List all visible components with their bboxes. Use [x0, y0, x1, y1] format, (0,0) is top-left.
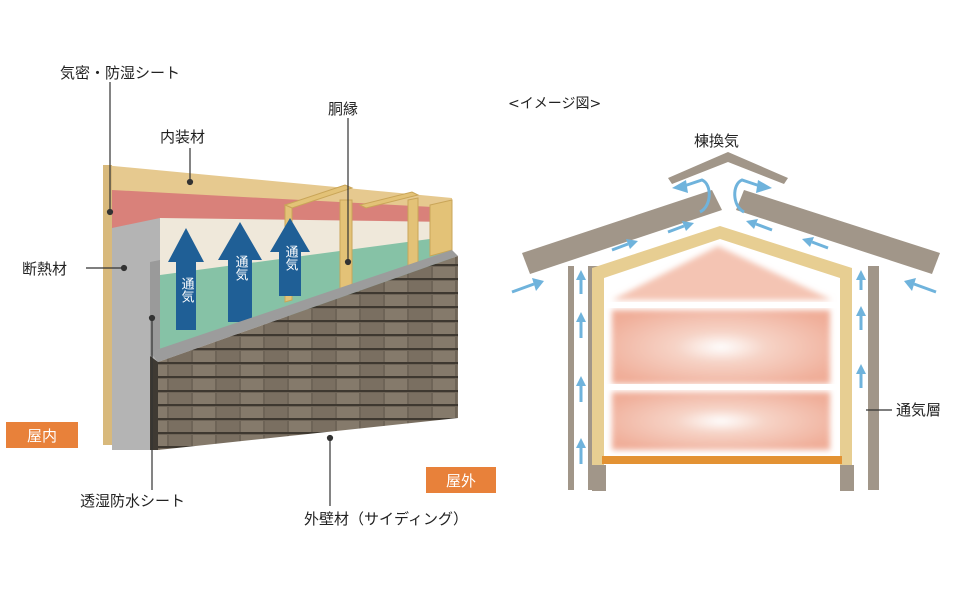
- airflow-arrows: [168, 218, 310, 330]
- label-breathable-sheet: 透湿防水シート: [80, 492, 185, 510]
- label-exterior-wall: 外壁材（サイディング）: [304, 510, 468, 528]
- label-air-layer: 通気層: [896, 401, 941, 419]
- house-airflow: [511, 178, 937, 464]
- breathable-sheet-layer: [160, 236, 452, 352]
- airflow-left-wall: [576, 270, 586, 464]
- roof-right: [736, 190, 940, 274]
- label-interior-finish: 内装材: [160, 128, 205, 146]
- label-ridge-vent: 棟換気: [694, 132, 739, 150]
- interior-glow: [612, 246, 832, 450]
- indoor-badge: 屋内: [6, 422, 78, 448]
- wall-section: 通気 通気 通気: [103, 165, 458, 450]
- insulation-layer: [112, 218, 160, 450]
- ridge-cap: [668, 152, 788, 184]
- roof-left: [522, 190, 722, 274]
- label-vapor-barrier: 気密・防湿シート: [60, 64, 180, 82]
- house-caption: <イメージ図>: [508, 96, 601, 112]
- house-section: [522, 152, 940, 491]
- airflow-arrow-1: [168, 228, 204, 330]
- outdoor-badge-text: 屋外: [446, 472, 476, 490]
- label-furring-strip: 胴縁: [328, 100, 358, 118]
- airflow-arrow-2: [218, 222, 262, 322]
- wall-leader-lines: [86, 82, 352, 506]
- airflow-text-1: 通気: [179, 277, 195, 304]
- airflow-text-2: 通気: [233, 255, 249, 282]
- airflow-arrow-3: [270, 218, 310, 296]
- label-insulation: 断熱材: [22, 260, 67, 278]
- siding-layer: [158, 256, 458, 450]
- indoor-badge-text: 屋内: [27, 427, 57, 445]
- airflow-right-wall: [856, 270, 866, 388]
- airflow-text-3: 通気: [283, 245, 299, 272]
- outer-wall-right: [868, 266, 879, 490]
- floor: [602, 456, 842, 464]
- outdoor-badge: 屋外: [426, 467, 496, 493]
